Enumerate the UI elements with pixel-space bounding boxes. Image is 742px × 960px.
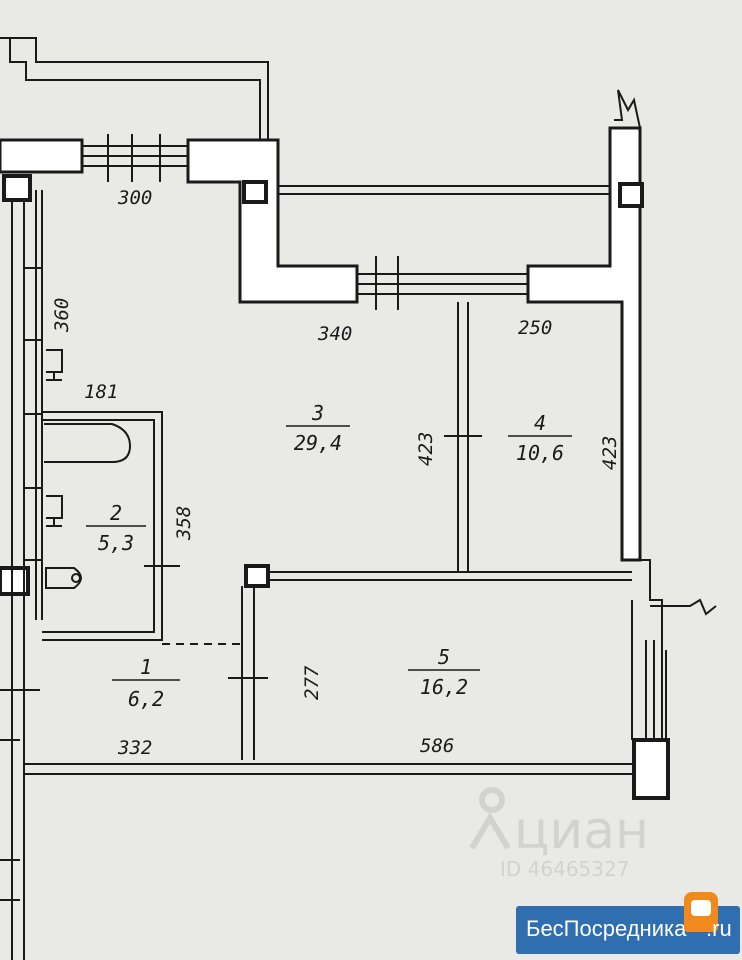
wall-outline-top-inner [9,38,261,140]
svg-text:1: 1 [140,655,152,679]
bathroom-walls [42,411,163,641]
wall-outline-top [0,37,269,140]
shaft-cells [24,267,42,561]
room-4-label: 4 10,6 [508,411,572,465]
toilet-icon [45,567,82,589]
cian-watermark: циан ID 46465327 [469,787,649,881]
column-4 [244,564,270,588]
mascot-icon [684,892,718,932]
svg-text:10,6: 10,6 [516,441,564,465]
wall-right-lower [632,559,663,740]
svg-text:3: 3 [311,401,324,425]
dimension-label: 586 [420,735,454,757]
column-3 [618,182,644,208]
watermark-brand: циан [514,801,649,861]
window-middle [357,256,528,310]
dimension-label: 358 [173,506,195,541]
room-5-label: 5 16,2 [408,645,480,699]
column-2 [242,180,268,204]
break-mark-top [614,89,641,129]
sink-icon-1 [46,349,63,381]
svg-text:5: 5 [438,645,450,669]
room-3-label: 3 29,4 [286,401,350,455]
sink-icon-2 [46,495,63,527]
dimension-label: 423 [599,436,621,470]
svg-text:29,4: 29,4 [294,431,342,455]
dimension-label: 423 [415,432,437,466]
svg-text:5,3: 5,3 [98,531,134,555]
cian-logo-icon [469,787,511,850]
dimension-label: 181 [84,381,118,403]
bathtub-icon [44,423,132,463]
watermark-id: ID 46465327 [500,857,629,881]
bezposrednika-logo[interactable]: БесПосредника .ru [516,892,740,954]
dimension-label: 277 [301,665,323,700]
wall-top-center [186,138,359,304]
column-1 [2,174,32,202]
dimension-label: 250 [518,317,552,339]
svg-text:6,2: 6,2 [128,687,164,711]
logo-tld: .ru [706,916,732,941]
room-2-label: 2 5,3 [86,501,146,555]
window-top-left [82,134,188,182]
dimension-label: 340 [317,323,352,345]
room-1-label: 1 6,2 [112,655,180,711]
break-mark-right [650,598,717,616]
logo-text: БесПосредника [526,916,687,941]
svg-text:16,2: 16,2 [420,675,468,699]
column-6 [632,738,670,800]
window-right [645,640,667,740]
svg-text:4: 4 [534,411,546,435]
dimension-label: 332 [117,737,152,759]
dimension-label: 360 [51,298,73,333]
dimension-label: 300 [117,187,152,209]
svg-text:2: 2 [110,501,122,525]
wall-top-left [0,138,84,174]
